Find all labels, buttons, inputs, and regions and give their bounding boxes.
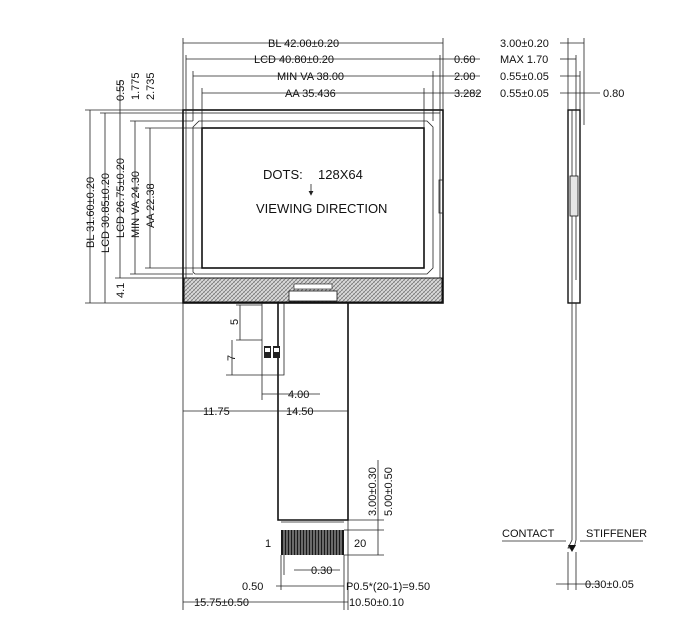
dim-4-00: 4.00 [288, 389, 309, 401]
fpc-dimensions: 5 7 4.00 11.75 14.50 3.00±0.30 5.00±0.50… [182, 303, 430, 610]
viewing-direction-label: VIEWING DIRECTION [256, 201, 387, 216]
dots-label: DOTS: [263, 167, 303, 182]
side-dim-max: MAX 1.70 [500, 54, 548, 66]
dim-lcd-width: LCD 40.80±0.20 [254, 54, 334, 66]
dim-0-60: 0.60 [454, 54, 475, 66]
dim-4-1: 4.1 [115, 283, 127, 298]
side-dim-0-30: 0.30±0.05 [585, 579, 634, 591]
top-dimensions: BL 42.00±0.20 LCD 40.80±0.20 0.60 MIN VA… [182, 38, 482, 128]
dim-3-282: 3.282 [454, 88, 482, 100]
dim-11-75: 11.75 [203, 406, 230, 418]
side-view: 3.00±0.20 MAX 1.70 0.55±0.05 0.55±0.05 0… [500, 38, 647, 591]
dim-lcd-height-2: LCD 26.75±0.20 [115, 158, 127, 238]
dim-3-00: 3.00±0.30 [367, 467, 379, 516]
dim-pitch: P0.5*(20-1)=9.50 [346, 581, 430, 593]
dim-1-775: 1.775 [130, 72, 142, 100]
dim-15-75: 15.75±0.50 [194, 597, 249, 609]
dim-7: 7 [226, 355, 238, 361]
pin-1-label: 1 [265, 538, 271, 550]
pin-20-label: 20 [354, 538, 366, 550]
side-dim-3-00: 3.00±0.20 [500, 38, 549, 50]
dim-0-50: 0.50 [242, 581, 263, 593]
fpc-contact-area [281, 530, 344, 555]
side-dim-0-55-b: 0.55±0.05 [500, 88, 549, 100]
dim-min-va-width: MIN VA 38.00 [277, 71, 344, 83]
side-dim-0-55-a: 0.55±0.05 [500, 71, 549, 83]
fpc-cable [261, 303, 349, 555]
dots-value: 128X64 [318, 167, 363, 182]
dim-aa-width: AA 35.436 [285, 88, 336, 100]
left-dimensions: BL 31.60±0.20 LCD 30.85±0.20 LCD 26.75±0… [85, 72, 202, 304]
dim-5: 5 [229, 319, 241, 325]
dim-2-735: 2.735 [145, 72, 157, 100]
viewing-area-outline [192, 120, 434, 275]
bond-pad [288, 290, 338, 302]
dim-0-30-pin: 0.30 [311, 565, 332, 577]
dim-lcd-height: LCD 30.85±0.20 [100, 173, 112, 253]
active-area-outline [201, 127, 425, 269]
stiffener-label: STIFFENER [586, 528, 647, 540]
dim-14-50: 14.50 [286, 406, 314, 418]
front-view: DOTS: 128X64 VIEWING DIRECTION [182, 109, 444, 304]
dim-0-55: 0.55 [115, 80, 127, 101]
dim-bl-height: BL 31.60±0.20 [85, 177, 97, 248]
side-dim-0-80: 0.80 [603, 88, 624, 100]
dim-aa-height: AA 22.38 [145, 183, 157, 228]
lcd-outline [185, 112, 441, 279]
dim-bl-width: BL 42.00±0.20 [268, 38, 339, 50]
dim-2-00: 2.00 [454, 71, 475, 83]
dim-10-50: 10.50±0.10 [349, 597, 404, 609]
dim-5-00: 5.00±0.50 [383, 467, 395, 516]
contact-label: CONTACT [502, 528, 555, 540]
dim-min-va-height: MIN VA 24.30 [130, 171, 142, 238]
